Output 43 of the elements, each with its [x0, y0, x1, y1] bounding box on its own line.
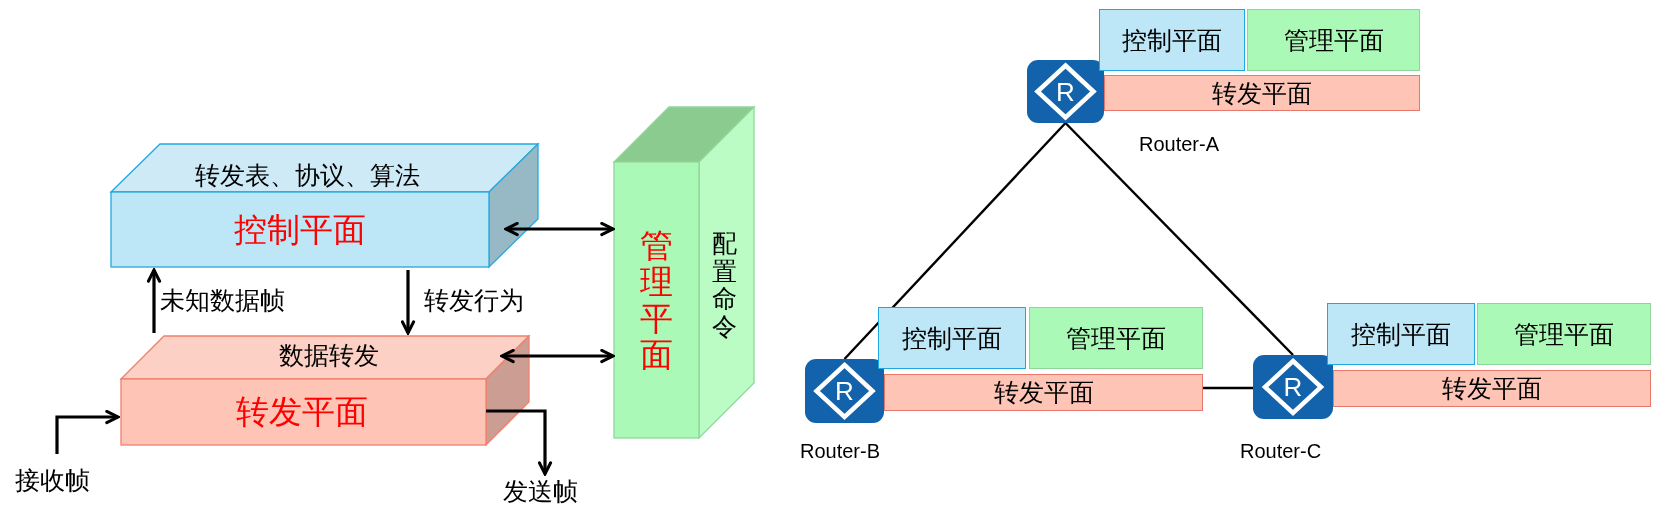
plane-panel — [1247, 9, 1420, 71]
edge-label: 未知数据帧 — [160, 286, 285, 315]
plane-label: 转发平面 — [1442, 374, 1542, 403]
link-line — [843, 122, 1067, 360]
router-icon: R — [1253, 355, 1333, 419]
plane-panel — [1099, 9, 1245, 71]
plane-panel — [1104, 75, 1420, 111]
plane-label: 控制平面 — [1122, 25, 1222, 55]
plane-label: 管理平面 — [1283, 25, 1384, 55]
plane-label: 管理平面 — [1066, 323, 1166, 353]
router-icon: R — [805, 359, 884, 423]
plane-panel — [1477, 303, 1651, 365]
plane-label: 控制平面 — [1351, 319, 1451, 349]
top-face-label: 数据转发 — [279, 340, 379, 370]
plane-label: 控制平面 — [902, 323, 1002, 353]
flow-label: 发送帧 — [503, 477, 578, 506]
arrow — [400, 270, 416, 335]
arrow — [146, 268, 162, 333]
double-arrow — [500, 348, 615, 364]
plane-panel — [878, 307, 1026, 369]
device-name: Router-C — [1240, 440, 1322, 463]
double-arrow — [504, 221, 615, 237]
router-icon: R — [1027, 60, 1104, 123]
arrow — [486, 409, 553, 476]
link-line — [1064, 122, 1294, 356]
flow-label: 接收帧 — [15, 466, 90, 495]
arrow — [55, 409, 120, 454]
top-face-label: 转发表、协议、算法 — [194, 160, 420, 190]
block-title: 管理平面 — [639, 228, 673, 374]
plane-panel — [1327, 303, 1475, 365]
edge-label: 转发行为 — [424, 286, 524, 315]
plane-label: 管理平面 — [1514, 319, 1614, 349]
block-title: 转发平面 — [236, 393, 368, 431]
plane-panel — [1029, 307, 1203, 369]
block-title: 控制平面 — [234, 211, 366, 249]
plane-label: 转发平面 — [993, 378, 1094, 407]
side-face-label: 配置命令 — [711, 230, 737, 340]
device-name: Router-A — [1139, 133, 1220, 156]
plane-label: 转发平面 — [1212, 78, 1312, 108]
plane-panel — [884, 374, 1203, 411]
device-name: Router-B — [800, 440, 881, 463]
link-line — [1203, 386, 1253, 390]
plane-panel — [1333, 370, 1651, 407]
